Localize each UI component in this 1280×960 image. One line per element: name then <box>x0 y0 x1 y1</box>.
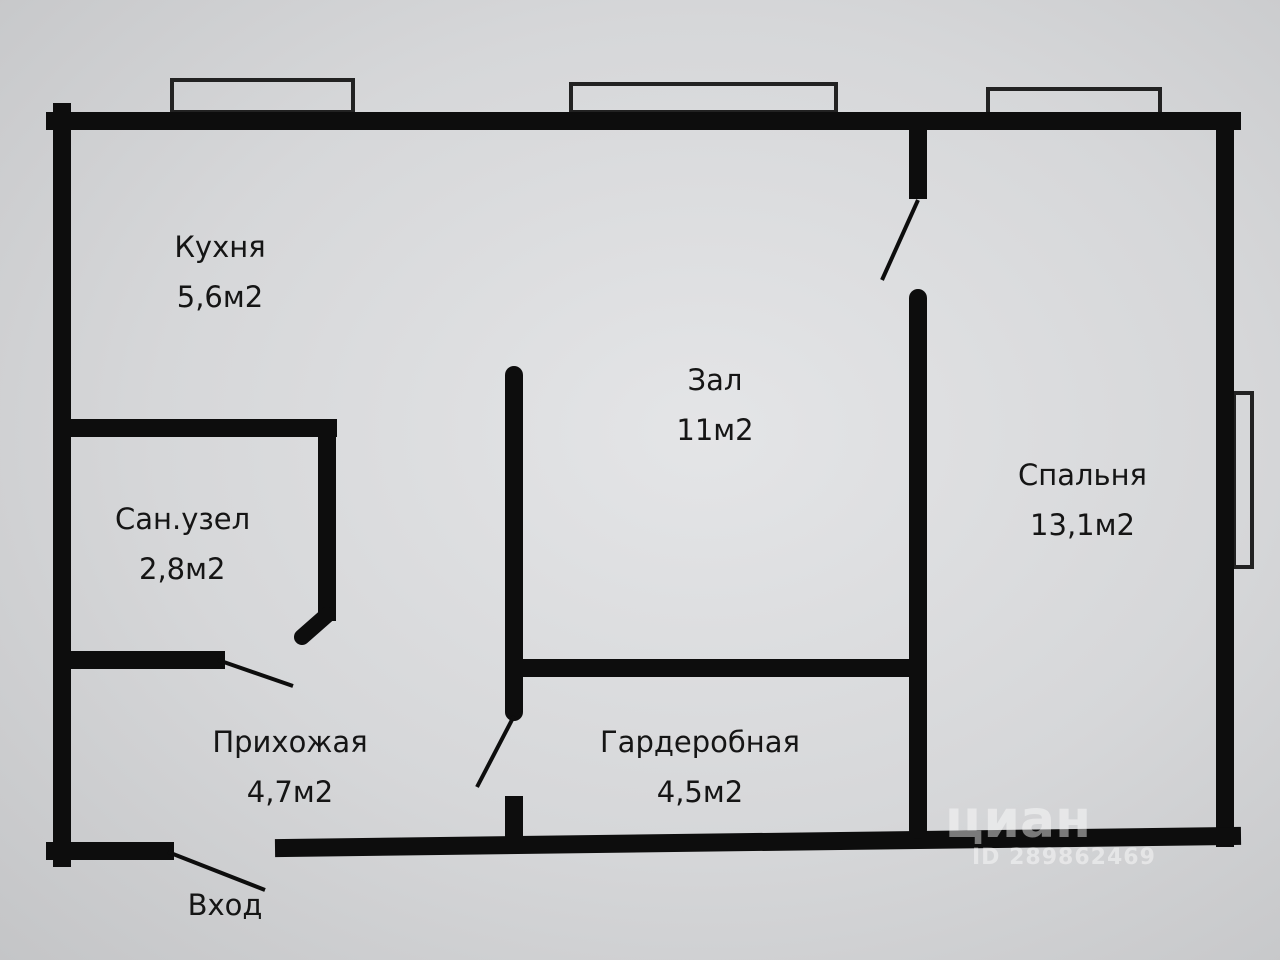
window-kitchen <box>170 78 355 114</box>
room-name: Спальня <box>1017 458 1147 492</box>
window-hall <box>569 82 838 114</box>
room-hall: Зал 11м2 <box>640 355 790 455</box>
doors <box>167 199 920 892</box>
door-bathroom <box>217 658 294 688</box>
watermark-brand: циан <box>945 790 1091 850</box>
room-name: Сан.узел <box>115 502 251 536</box>
window-bedroom-side <box>1232 391 1254 569</box>
room-area: 4,7м2 <box>246 775 334 809</box>
entrance-label: Вход <box>187 888 263 922</box>
door-bedroom <box>880 199 920 281</box>
room-name: Кухня <box>174 230 266 264</box>
room-hallway: Прихожая 4,7м2 <box>195 717 385 817</box>
room-name: Прихожая <box>212 725 368 759</box>
watermark-id: ID 289862469 <box>972 845 1156 870</box>
room-area: 4,5м2 <box>656 775 744 809</box>
room-area: 2,8м2 <box>139 552 226 586</box>
door-wardrobe <box>475 715 516 788</box>
room-area: 13,1м2 <box>1030 508 1135 542</box>
room-bedroom: Спальня 13,1м2 <box>1000 450 1165 550</box>
wall-bottom <box>274 826 1242 858</box>
door-entrance <box>167 850 266 892</box>
room-area: 5,6м2 <box>176 280 264 314</box>
room-wardrobe: Гардеробная 4,5м2 <box>585 717 815 817</box>
bath-corner <box>294 607 335 645</box>
room-name: Гардеробная <box>600 725 800 759</box>
room-area: 11м2 <box>676 413 754 447</box>
room-kitchen: Кухня 5,6м2 <box>150 222 290 322</box>
walls <box>46 103 1242 867</box>
room-bathroom: Сан.узел 2,8м2 <box>115 494 285 594</box>
window-bedroom <box>986 87 1162 117</box>
room-name: Зал <box>687 363 743 397</box>
